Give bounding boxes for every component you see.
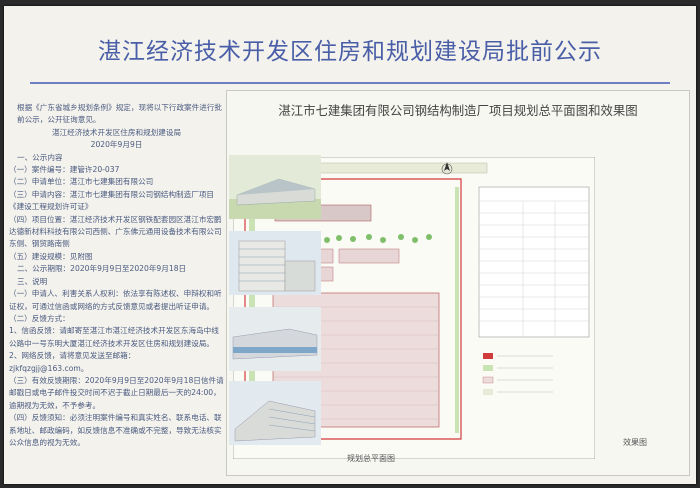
render-caption: 效果图	[623, 438, 647, 447]
plan-title: 湛江市七建集团有限公司钢结构制造厂项目规划总平面图和效果图	[278, 103, 638, 118]
notice-text: 根据《广东省城乡规划条例》规定，现将以下行政案件进行批前公示，公开征询意见。 湛…	[9, 102, 224, 474]
email-feedback: 2、网络反馈，请将意见发送至邮箱：	[9, 351, 136, 361]
notice-period: 二、公示期限：2020年9月9日至2020年9月18日	[17, 264, 187, 274]
render-image-2	[229, 231, 321, 295]
issuer-text: 湛江经济技术开发区住房和规划建设局	[51, 127, 182, 137]
title-divider	[30, 82, 670, 84]
issue-date: 2020年9月9日	[90, 140, 143, 150]
feedback-method: （二）反馈方式：	[9, 313, 70, 323]
feedback-deadline: （三）有效反馈期限：2020年9月9日至2020年9月18日信件请邮戳日或电子邮…	[9, 375, 224, 410]
plan-caption: 规划总平面图	[347, 454, 395, 463]
feedback-notice: （四）反馈须知：必须注明案件编号和真实姓名、联系电话、联系地址、邮政编码，如反馈…	[9, 413, 222, 447]
rights-text: （一）申请人、利害关系人权利：依法享有陈述权、申辩权和听证权，可通过信函或网络的…	[9, 289, 222, 311]
notice-board: 湛江经济技术开发区住房和规划建设局批前公示 根据《广东省城乡规划条例》规定，现将…	[4, 6, 696, 484]
project-location: （四）项目位置：湛江经济技术开发区钢铁配套园区湛江市宏鹏达德新材料科技有限公司西…	[9, 214, 222, 249]
case-number: （一）案件编号：建管许20-037	[9, 165, 120, 175]
render-image-3	[229, 307, 321, 371]
application-content: （三）申请内容：湛江市七建集团有限公司钢结构制造厂项目《建设工程规划许可证》	[9, 189, 215, 212]
render-image-4	[229, 381, 321, 445]
page-title: 湛江经济技术开发区住房和规划建设局批前公示	[98, 39, 602, 65]
build-scale: （五）建设规模：见附图	[9, 251, 93, 261]
email-address[interactable]: zjkfqzgjj@163.com。	[9, 363, 89, 373]
section-notes: 三、说明	[17, 276, 48, 286]
section-content: 一、公示内容	[17, 152, 63, 162]
mail-feedback: 1、信函反馈：请邮寄至湛江市湛江经济技术开发区东海岛中线公路中一号东明大厦湛江经…	[9, 326, 219, 348]
plan-panel: 湛江市七建集团有限公司钢结构制造厂项目规划总平面图和效果图	[226, 90, 690, 476]
render-image-1	[229, 155, 321, 219]
applicant: （二）申请单位：湛江市七建集团有限公司	[9, 177, 154, 187]
intro-text: 根据《广东省城乡规划条例》规定，现将以下行政案件进行批前公示，公开征询意见。	[17, 103, 223, 125]
north-arrow-icon	[441, 162, 453, 175]
